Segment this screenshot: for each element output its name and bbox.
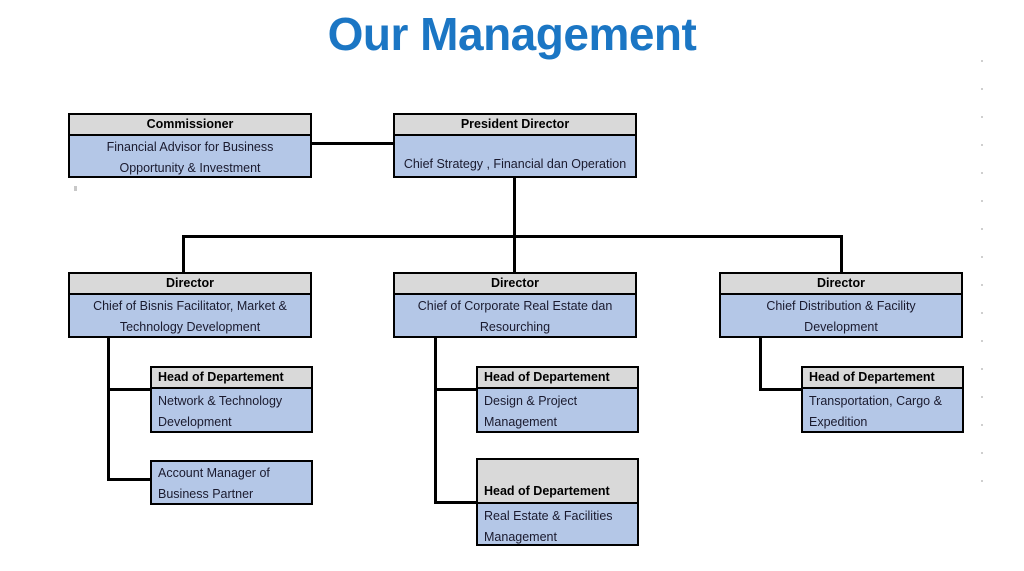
node-department-transportation-cargo-line1: Transportation, Cargo & [809,394,942,408]
node-director-2-body-line1: Chief of Corporate Real Estate dan [417,299,613,313]
margin-guide-dot [981,228,983,230]
node-department-real-estate-facilities-line1: Real Estate & Facilities [484,509,613,523]
connector-president-stem [513,178,516,238]
node-president-director[interactable]: President Director Chief Strategy , Fina… [393,113,637,178]
margin-guide-dot [981,256,983,258]
node-director-1-header: Director [70,274,310,295]
node-department-account-manager-line2: Business Partner [158,487,254,501]
page-title: Our Management [327,8,697,60]
node-commissioner-body-line1: Financial Advisor for Business [106,140,274,154]
connector-drop-director-2 [513,235,516,273]
node-director-3-header: Director [721,274,961,295]
connector-branch-2-2 [434,501,478,504]
scan-artifact-mark [74,186,77,191]
node-department-real-estate-facilities-header: Head of Departement [478,460,637,504]
node-director-2-body: Chief of Corporate Real Estate dan Resou… [395,295,635,336]
node-department-transportation-cargo[interactable]: Head of Departement Transportation, Carg… [801,366,964,433]
connector-drop-director-3 [840,235,843,273]
node-department-account-manager-body: Account Manager of Business Partner [152,462,311,503]
node-commissioner-body: Financial Advisor for Business Opportuni… [70,136,310,176]
node-director-3-body-line2: Development [804,320,878,334]
node-director-1-body-line2: Technology Development [119,320,261,334]
margin-guide-dot [981,284,983,286]
node-department-account-manager[interactable]: Account Manager of Business Partner [150,460,313,505]
margin-guide-dot [981,200,983,202]
node-director-2-header: Director [395,274,635,295]
node-director-3-body: Chief Distribution & Facility Developmen… [721,295,961,336]
margin-guide-dot [981,396,983,398]
connector-branch-1-2 [107,478,153,481]
node-department-account-manager-line1: Account Manager of [158,466,270,480]
node-department-network-technology[interactable]: Head of Departement Network & Technology… [150,366,313,433]
node-department-transportation-cargo-line2: Expedition [809,415,868,429]
node-commissioner[interactable]: Commissioner Financial Advisor for Busin… [68,113,312,178]
node-commissioner-body-line2: Opportunity & Investment [119,161,261,175]
node-department-network-technology-line2: Development [158,415,232,429]
margin-guide-dot [981,116,983,118]
connector-director-bus [182,235,843,238]
node-department-real-estate-facilities-line2: Management [484,530,557,544]
node-department-network-technology-body: Network & Technology Development [152,389,311,431]
node-department-network-technology-header: Head of Departement [152,368,311,389]
node-department-design-project-header: Head of Departement [478,368,637,389]
node-director-2[interactable]: Director Chief of Corporate Real Estate … [393,272,637,338]
margin-guide-dot [981,452,983,454]
node-department-design-project-line2: Management [484,415,557,429]
margin-guide-dot [981,480,983,482]
node-director-3[interactable]: Director Chief Distribution & Facility D… [719,272,963,338]
node-commissioner-header: Commissioner [70,115,310,136]
margin-guide-dot [981,172,983,174]
node-director-1[interactable]: Director Chief of Bisnis Facilitator, Ma… [68,272,312,338]
node-director-2-body-line2: Resourching [479,320,551,334]
connector-spine-column-2 [434,338,437,504]
connector-branch-3-1 [759,388,803,391]
margin-guide-dot [981,144,983,146]
margin-guide-dot [981,312,983,314]
margin-guide-dot [981,424,983,426]
node-department-transportation-cargo-header: Head of Departement [803,368,962,389]
margin-guide-dot [981,340,983,342]
node-department-real-estate-facilities[interactable]: Head of Departement Real Estate & Facili… [476,458,639,546]
node-president-director-body: Chief Strategy , Financial dan Operation [395,136,635,176]
connector-branch-2-1 [434,388,478,391]
node-director-1-body-line1: Chief of Bisnis Facilitator, Market & [93,299,287,313]
node-department-design-project-body: Design & Project Management [478,389,637,431]
node-director-3-body-line1: Chief Distribution & Facility [766,299,916,313]
connector-spine-column-3 [759,338,762,391]
connector-drop-director-1 [182,235,185,273]
node-department-transportation-cargo-body: Transportation, Cargo & Expedition [803,389,962,431]
node-department-network-technology-line1: Network & Technology [158,394,283,408]
connector-spine-column-1 [107,338,110,481]
node-president-director-body-line1: Chief Strategy , Financial dan Operation [403,157,627,171]
margin-guide-dot [981,60,983,62]
node-department-design-project-line1: Design & Project [484,394,578,408]
node-department-design-project[interactable]: Head of Departement Design & Project Man… [476,366,639,433]
margin-guide-dot [981,368,983,370]
node-department-real-estate-facilities-body: Real Estate & Facilities Management [478,504,637,544]
node-president-director-header: President Director [395,115,635,136]
margin-guide-dot [981,88,983,90]
node-director-1-body: Chief of Bisnis Facilitator, Market & Te… [70,295,310,336]
connector-branch-1-1 [107,388,153,391]
connector-commissioner-to-president [310,142,400,145]
